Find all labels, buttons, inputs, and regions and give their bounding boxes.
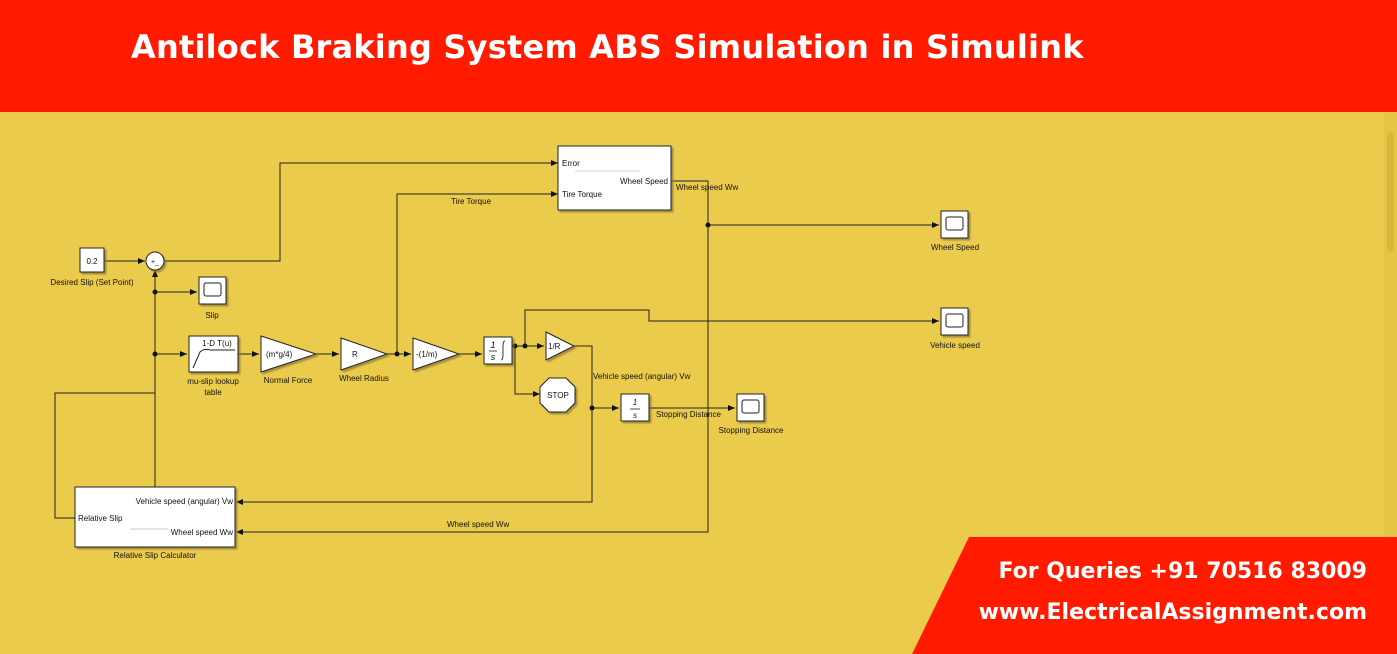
wheel-radius-text: R [352,350,358,359]
signal-label-wheel-speed-bottom: Wheel speed Ww [447,520,509,529]
junction-dot [152,289,158,295]
contact-phone: For Queries +91 70516 83009 [998,559,1367,584]
wheel-radius-label: Wheel Radius [339,374,389,383]
stopping-distance-scope-block[interactable] [736,393,765,422]
junction-dot [522,343,528,349]
relative-slip-calculator-label: Relative Slip Calculator [114,551,197,560]
junction-dot [705,222,711,228]
stopping-distance-scope-label: Stopping Distance [719,426,784,435]
relslip-input-wheel-speed: Wheel speed Ww [171,528,233,537]
inverse-radius-text: 1/R [548,342,561,351]
subsystem-output-wheel-speed: Wheel Speed [620,177,668,186]
wheel-speed-scope-label: Wheel Speed [931,243,979,252]
contact-banner: For Queries +91 70516 83009 www.Electric… [912,537,1397,654]
scrollbar-thumb[interactable] [1387,132,1394,252]
vehicle-speed-scope-label: Vehicle speed [930,341,980,350]
contact-website[interactable]: www.ElectricalAssignment.com [978,600,1367,625]
relslip-input-vehicle-speed: Vehicle speed (angular) Vw [136,497,234,506]
wheel-speed-subsystem-block[interactable]: Error Tire Torque Wheel Speed [557,145,672,211]
sum-block[interactable]: +_ [145,251,165,271]
subsystem-input-tire-torque: Tire Torque [562,190,603,199]
wheel-radius-gain-block[interactable]: R [340,337,389,371]
desired-slip-label: Desired Slip (Set Point) [50,278,133,287]
stopping-integrator-den: s [633,411,637,420]
relative-slip-calculator-block[interactable]: Vehicle speed (angular) Vw Wheel speed W… [74,486,236,548]
normal-force-label: Normal Force [264,376,313,385]
stop-simulation-block[interactable]: STOP [539,377,576,413]
desired-slip-constant-block[interactable]: 0.2 [79,247,105,273]
wheel-speed-scope-block[interactable] [940,210,969,239]
sum-signs: +_ [151,259,159,266]
vertical-scrollbar[interactable] [1384,112,1397,654]
junction-dot [152,351,158,357]
stopping-integrator-num: 1 [633,398,637,407]
junction-dot [394,351,400,357]
inverse-mass-text: -(1/m) [416,350,438,359]
stopping-distance-port-label: Stopping Distance [656,410,721,419]
stop-text: STOP [547,391,569,400]
normal-force-gain-block[interactable]: (m*g/4) [260,335,318,373]
signal-label-vehicle-speed: Vehicle speed (angular) Vw [593,372,691,381]
integrator-block[interactable]: 1 s [483,336,513,365]
junction-dot [512,343,518,349]
inverse-mass-gain-block[interactable]: -(1/m) [412,337,461,371]
stopping-distance-integrator-block[interactable]: 1 s [620,393,650,422]
slip-scope-block[interactable] [198,276,227,305]
signal-label-wheel-speed: Wheel speed Ww [676,183,738,192]
inverse-radius-gain-block[interactable]: 1/R [545,331,576,361]
junction-dot [589,405,595,411]
page-title: Antilock Braking System ABS Simulation i… [131,28,1084,66]
normal-force-text: (m*g/4) [266,350,293,359]
subsystem-input-error: Error [562,159,580,168]
integrator-num: 1 [490,340,495,350]
integrator-den: s [491,352,496,362]
lookup-text: 1-D T(u) [202,339,232,348]
vehicle-speed-scope-block[interactable] [940,307,969,336]
lookup-label-1: mu-slip lookup [187,377,239,386]
signal-label-tire-torque: Tire Torque [451,197,492,206]
slip-scope-label: Slip [205,311,219,320]
relslip-output-relative-slip: Relative Slip [78,514,123,523]
mu-slip-lookup-block[interactable]: 1-D T(u) [188,335,239,373]
constant-value: 0.2 [86,257,98,266]
lookup-label-2: table [204,388,222,397]
title-banner: Antilock Braking System ABS Simulation i… [0,0,1397,112]
